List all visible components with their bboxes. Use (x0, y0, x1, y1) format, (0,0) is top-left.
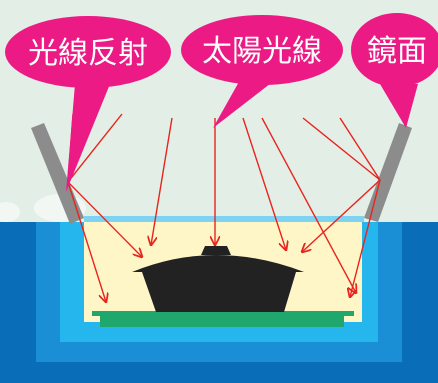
callout-sunlight: 太陽光線 (181, 15, 343, 128)
plate (92, 311, 354, 316)
pot-lid-handle (201, 246, 231, 255)
pot-lid (132, 255, 304, 272)
callout-bubble (380, 84, 418, 128)
left-mirror (31, 123, 84, 224)
callout-bubble (351, 13, 438, 87)
plate-base (100, 316, 344, 327)
background-cloud (0, 202, 20, 222)
sun-ray (151, 117, 173, 245)
callout-reflection: 光線反射 (5, 16, 171, 192)
callout-bubble (213, 80, 275, 128)
sun-ray (261, 117, 356, 293)
glass-cover (84, 216, 364, 222)
callout-bubble (66, 84, 110, 192)
sun-ray (242, 117, 286, 250)
callout-label: 光線反射 (28, 36, 148, 71)
callout-bubble (181, 15, 343, 85)
callout-mirror: 鏡面 (351, 13, 438, 128)
reflected-ray (339, 117, 381, 297)
callout-label: 鏡面 (367, 34, 427, 69)
callout-label: 太陽光線 (202, 34, 322, 69)
callout-bubble (5, 16, 171, 88)
pot-body (142, 272, 296, 312)
